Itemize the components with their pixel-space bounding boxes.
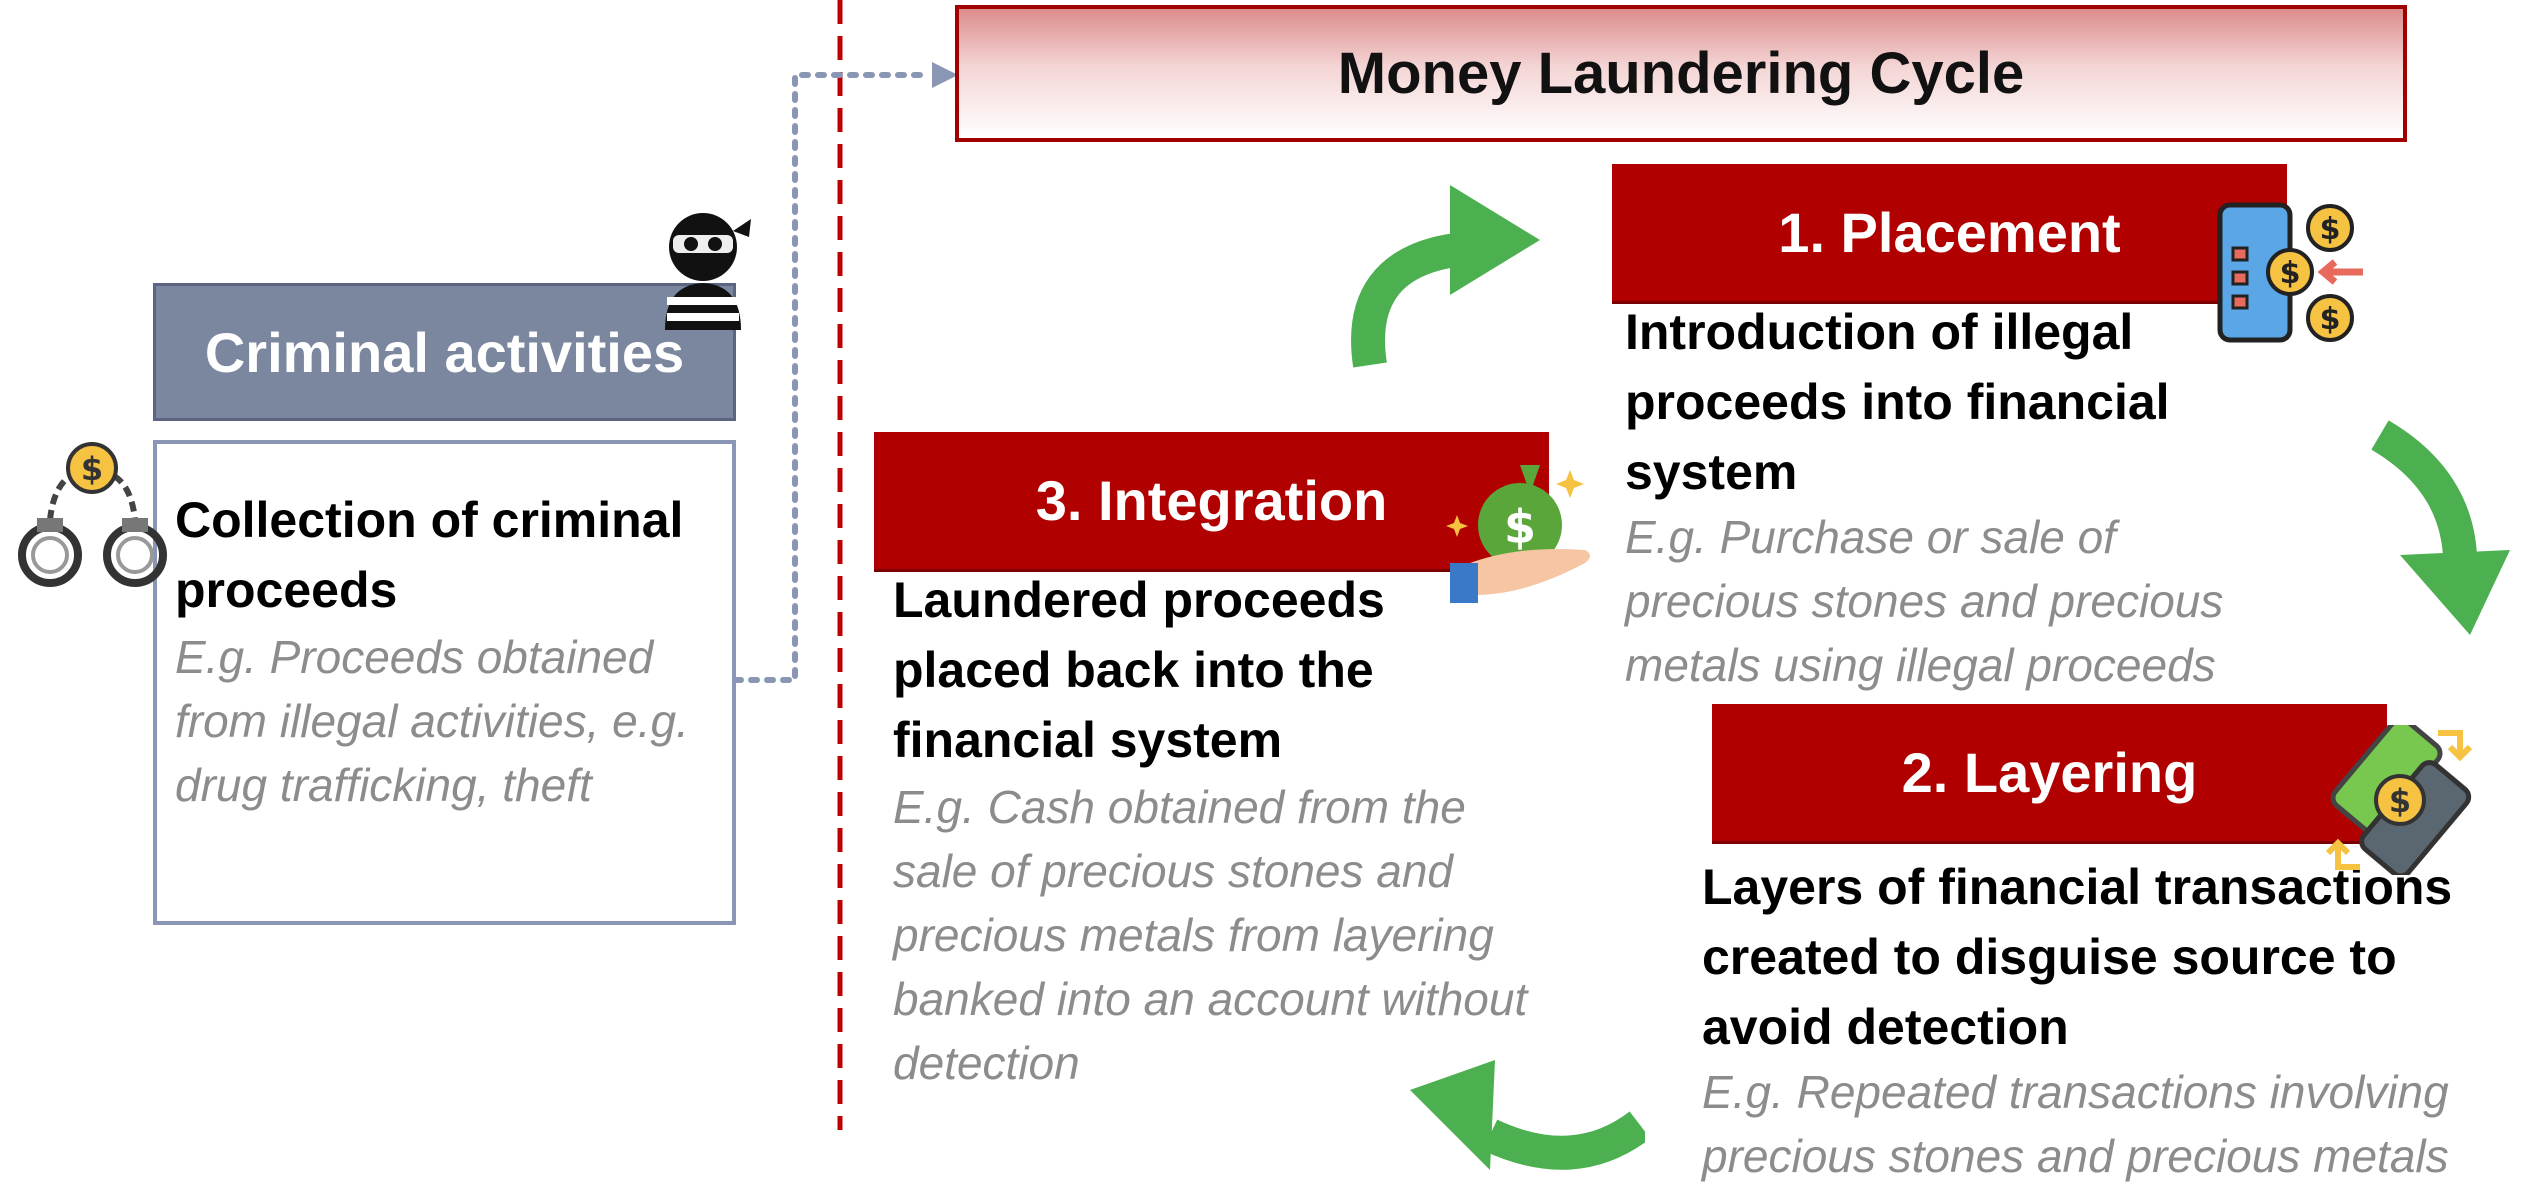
integration-header: 3. Integration — [874, 432, 1549, 572]
layering-header: 2. Layering — [1712, 704, 2387, 844]
svg-text:$: $ — [81, 450, 103, 488]
svg-text:$: $ — [2280, 256, 2301, 291]
thief-icon — [665, 213, 751, 330]
criminal-heading: Collection of criminal proceeds — [175, 492, 684, 618]
phone-transfer-icon: $ — [2325, 725, 2473, 875]
arrow-to-layering-icon — [2371, 420, 2510, 635]
integration-heading: Laundered proceeds placed back into the … — [893, 572, 1385, 768]
layering-header-text: 2. Layering — [1901, 741, 2198, 804]
integration-example: E.g. Cash obtained from the sale of prec… — [893, 781, 1528, 1089]
dotted-connector — [732, 62, 958, 683]
svg-text:$: $ — [1504, 500, 1536, 554]
page-title: Money Laundering Cycle — [955, 5, 2407, 142]
svg-text:$: $ — [2320, 302, 2341, 337]
handcuffs-money-icon: $ — [18, 442, 167, 587]
placement-heading: Introduction of illegal proceeds into fi… — [1625, 304, 2170, 500]
title-text: Money Laundering Cycle — [1337, 41, 2025, 106]
layering-heading: Layers of financial transactions created… — [1702, 859, 2453, 1055]
divider-line — [837, 0, 843, 1130]
criminal-header-text: Criminal activities — [204, 320, 685, 384]
integration-header-text: 3. Integration — [1035, 469, 1388, 532]
criminal-example: E.g. Proceeds obtained from illegal acti… — [175, 631, 689, 811]
money-bag-hand-icon: $ — [1446, 465, 1590, 603]
criminal-header: Criminal activities — [153, 283, 736, 421]
svg-text:$: $ — [2320, 212, 2341, 247]
placement-header-text: 1. Placement — [1778, 201, 2121, 264]
arrow-to-integration-icon — [1410, 1060, 1645, 1170]
criminal-box — [153, 440, 736, 925]
phone-money-icon: $ $ $ — [2217, 202, 2363, 343]
arrow-to-placement-icon — [1351, 185, 1540, 368]
placement-example: E.g. Purchase or sale of precious stones… — [1625, 511, 2224, 691]
svg-text:$: $ — [2389, 782, 2411, 820]
layering-example: E.g. Repeated transactions involving pre… — [1702, 1066, 2449, 1182]
placement-header: 1. Placement — [1612, 164, 2287, 304]
